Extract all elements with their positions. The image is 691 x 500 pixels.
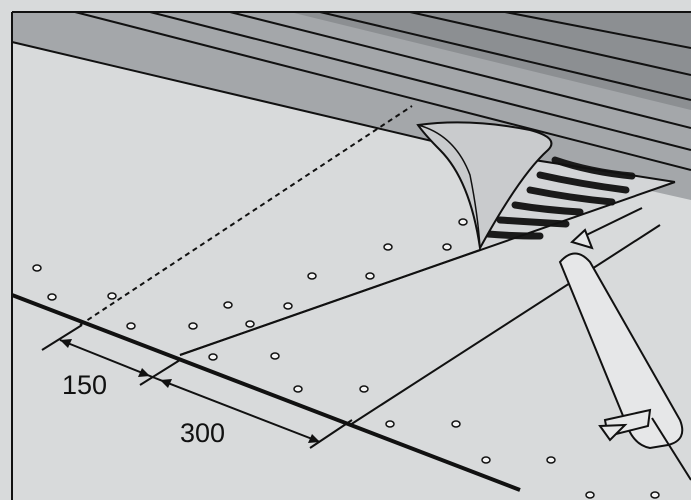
dimension-lines	[41, 324, 353, 449]
sheet-edge-line	[11, 293, 521, 492]
caulking-gun-icon	[558, 207, 691, 481]
fastener-dots	[32, 218, 660, 499]
sheet-outlines	[11, 11, 691, 500]
peeled-corner	[416, 121, 553, 252]
dimension-label-150: 150	[62, 370, 107, 400]
dimension-label-300: 300	[180, 418, 225, 448]
overlap-dashed-line	[79, 105, 413, 326]
deck-lines	[74, 11, 691, 171]
peeled-corner-crease	[417, 124, 481, 249]
dimension-arrows	[60, 339, 320, 443]
